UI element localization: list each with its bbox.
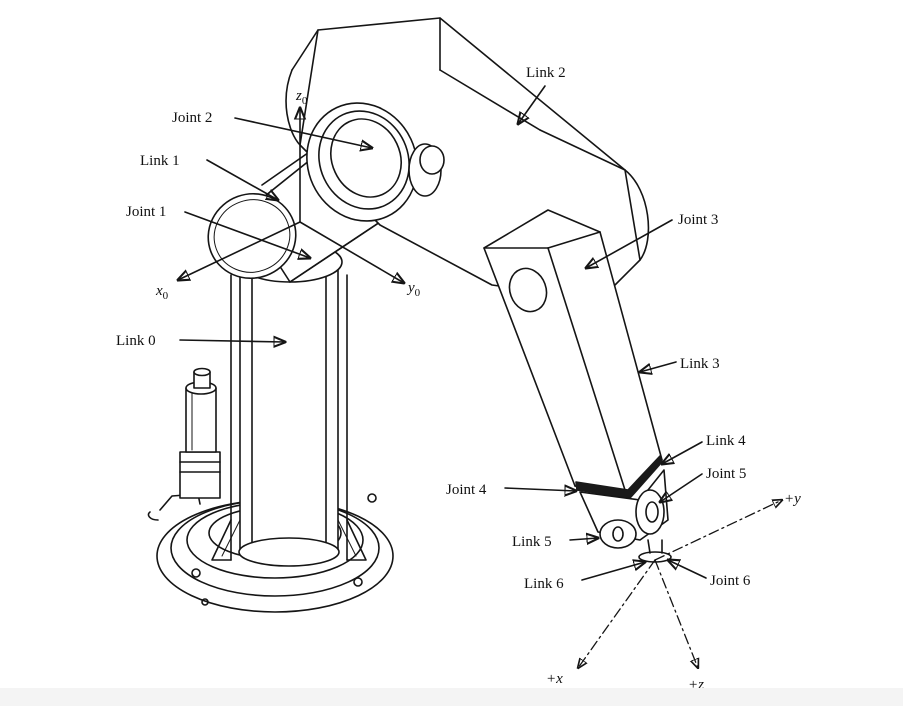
label-joint6: Joint 6 <box>710 573 751 589</box>
tool-frame-axes <box>578 500 782 668</box>
label-joint4: Joint 4 <box>446 482 487 498</box>
label-link5: Link 5 <box>512 534 552 550</box>
label-link4: Link 4 <box>706 433 746 449</box>
label-x0: x0 <box>155 283 169 302</box>
link0-column <box>211 261 367 567</box>
label-link1: Link 1 <box>140 153 180 169</box>
label-joint3: Joint 3 <box>678 212 718 228</box>
label-joint1: Joint 1 <box>126 204 166 220</box>
base-frame-labels: z0 x0 y0 <box>155 88 421 302</box>
label-link6: Link 6 <box>524 576 564 592</box>
leader-lines <box>179 85 707 581</box>
label-link2: Link 2 <box>526 65 566 81</box>
label-link3: Link 3 <box>680 356 720 372</box>
part-labels: Joint 2 Link 1 Joint 1 Link 0 Link 2 Joi… <box>116 65 751 592</box>
base-frame-axes <box>178 108 404 283</box>
label-joint5: Joint 5 <box>706 466 746 482</box>
label-plus-y: +y <box>784 491 801 507</box>
tool-frame-labels: +y +x +z <box>546 491 801 693</box>
label-joint2: Joint 2 <box>172 110 212 126</box>
label-link0: Link 0 <box>116 333 156 349</box>
base-motor <box>179 367 221 499</box>
label-plus-x: +x <box>546 671 563 687</box>
label-z0: z0 <box>295 88 308 107</box>
label-y0: y0 <box>406 280 421 299</box>
bottom-strip <box>0 688 903 706</box>
